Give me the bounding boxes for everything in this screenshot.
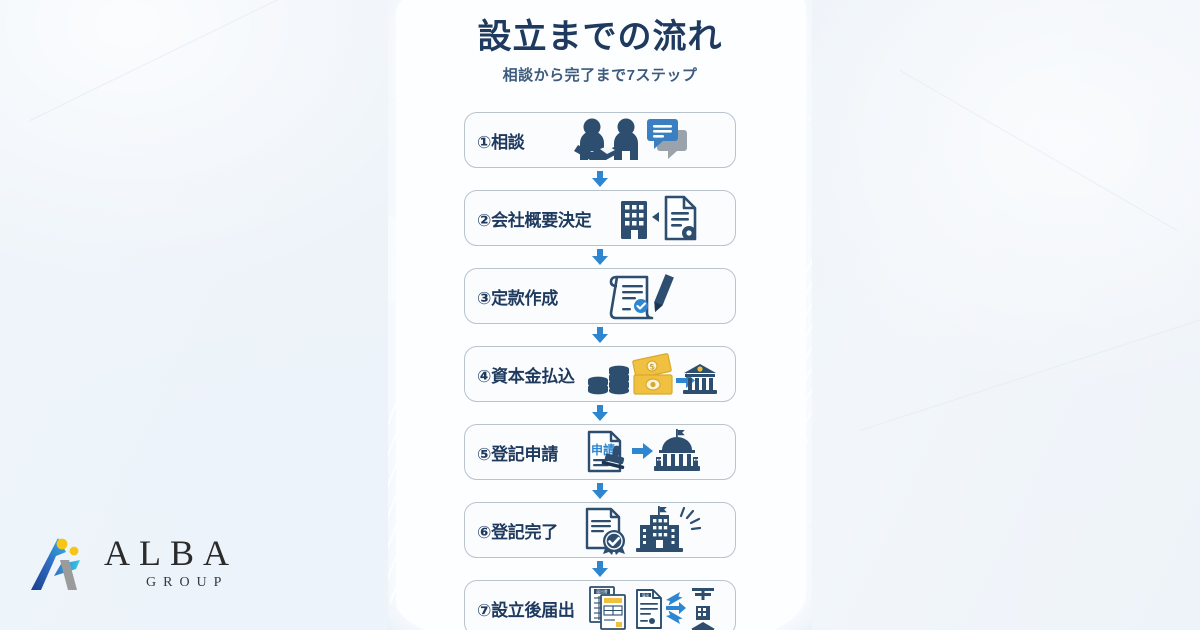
step-card-4[interactable]: ④資本金払込: [464, 346, 736, 402]
step-item-1: ①相談: [388, 112, 812, 190]
step-label-5: ⑤登記申請: [477, 444, 558, 464]
forms-arrows-institutions-icon: 届出書: [575, 582, 729, 630]
page-title: 設立までの流れ: [477, 18, 723, 56]
step-item-7: ⑦設立後届出 届出書: [388, 580, 812, 630]
step-item-2: ②会社概要決定: [388, 190, 812, 268]
building-document-gear-icon: [591, 192, 729, 244]
step-label-7: ⑦設立後届出: [477, 600, 575, 620]
step-label-4: ④資本金払込: [477, 366, 575, 386]
logo-wordmark: ALBA GROUP: [104, 535, 238, 591]
flow-arrow-5: [591, 483, 609, 499]
application-stamp-government-icon: 申請: [558, 426, 729, 478]
form-label-1: 届出書: [596, 589, 608, 594]
step-card-1[interactable]: ①相談: [464, 112, 736, 168]
step-label-2: ②会社概要決定: [477, 210, 592, 230]
center-panel: 設立までの流れ 相談から完了まで7ステップ ①相談: [388, 0, 812, 630]
certificate-seal-building-icon: [558, 504, 729, 556]
flow-arrow-2: [591, 249, 609, 265]
step-card-5[interactable]: ⑤登記申請 申請: [464, 424, 736, 480]
flow-arrow-1: [591, 171, 609, 187]
step-item-3: ③定款作成: [388, 268, 812, 346]
flow-arrow-4: [591, 405, 609, 421]
step-item-5: ⑤登記申請 申請: [388, 424, 812, 502]
alba-a-mark-icon: [28, 530, 94, 596]
step-item-6: ⑥登記完了: [388, 502, 812, 580]
logo-name: ALBA: [104, 533, 238, 573]
step-card-7[interactable]: ⑦設立後届出 届出書: [464, 580, 736, 630]
step-card-6[interactable]: ⑥登記完了: [464, 502, 736, 558]
flow-arrow-3: [591, 327, 609, 343]
logo-subtitle: GROUP: [146, 575, 229, 590]
background-line: [899, 70, 1178, 231]
document-check-pen-icon: [558, 270, 729, 322]
steps-flow: ①相談: [388, 112, 812, 630]
form-label-2: 届出: [642, 592, 649, 597]
step-label-1: ①相談: [477, 132, 525, 152]
page-subtitle: 相談から完了まで7ステップ: [502, 67, 698, 85]
background-line: [29, 0, 327, 121]
step-label-6: ⑥登記完了: [477, 522, 558, 542]
handshake-speech-bubbles-icon: [525, 114, 730, 166]
poster-header: 設立までの流れ 相談から完了まで7ステップ: [388, 18, 812, 85]
background-line: [859, 318, 1200, 431]
step-item-4: ④資本金払込: [388, 346, 812, 424]
alba-group-logo[interactable]: ALBA GROUP: [28, 530, 238, 596]
coins-bills-bank-icon: $: [575, 348, 729, 400]
step-label-3: ③定款作成: [477, 288, 558, 308]
step-card-3[interactable]: ③定款作成: [464, 268, 736, 324]
flow-arrow-6: [591, 561, 609, 577]
step-card-2[interactable]: ②会社概要決定: [464, 190, 736, 246]
